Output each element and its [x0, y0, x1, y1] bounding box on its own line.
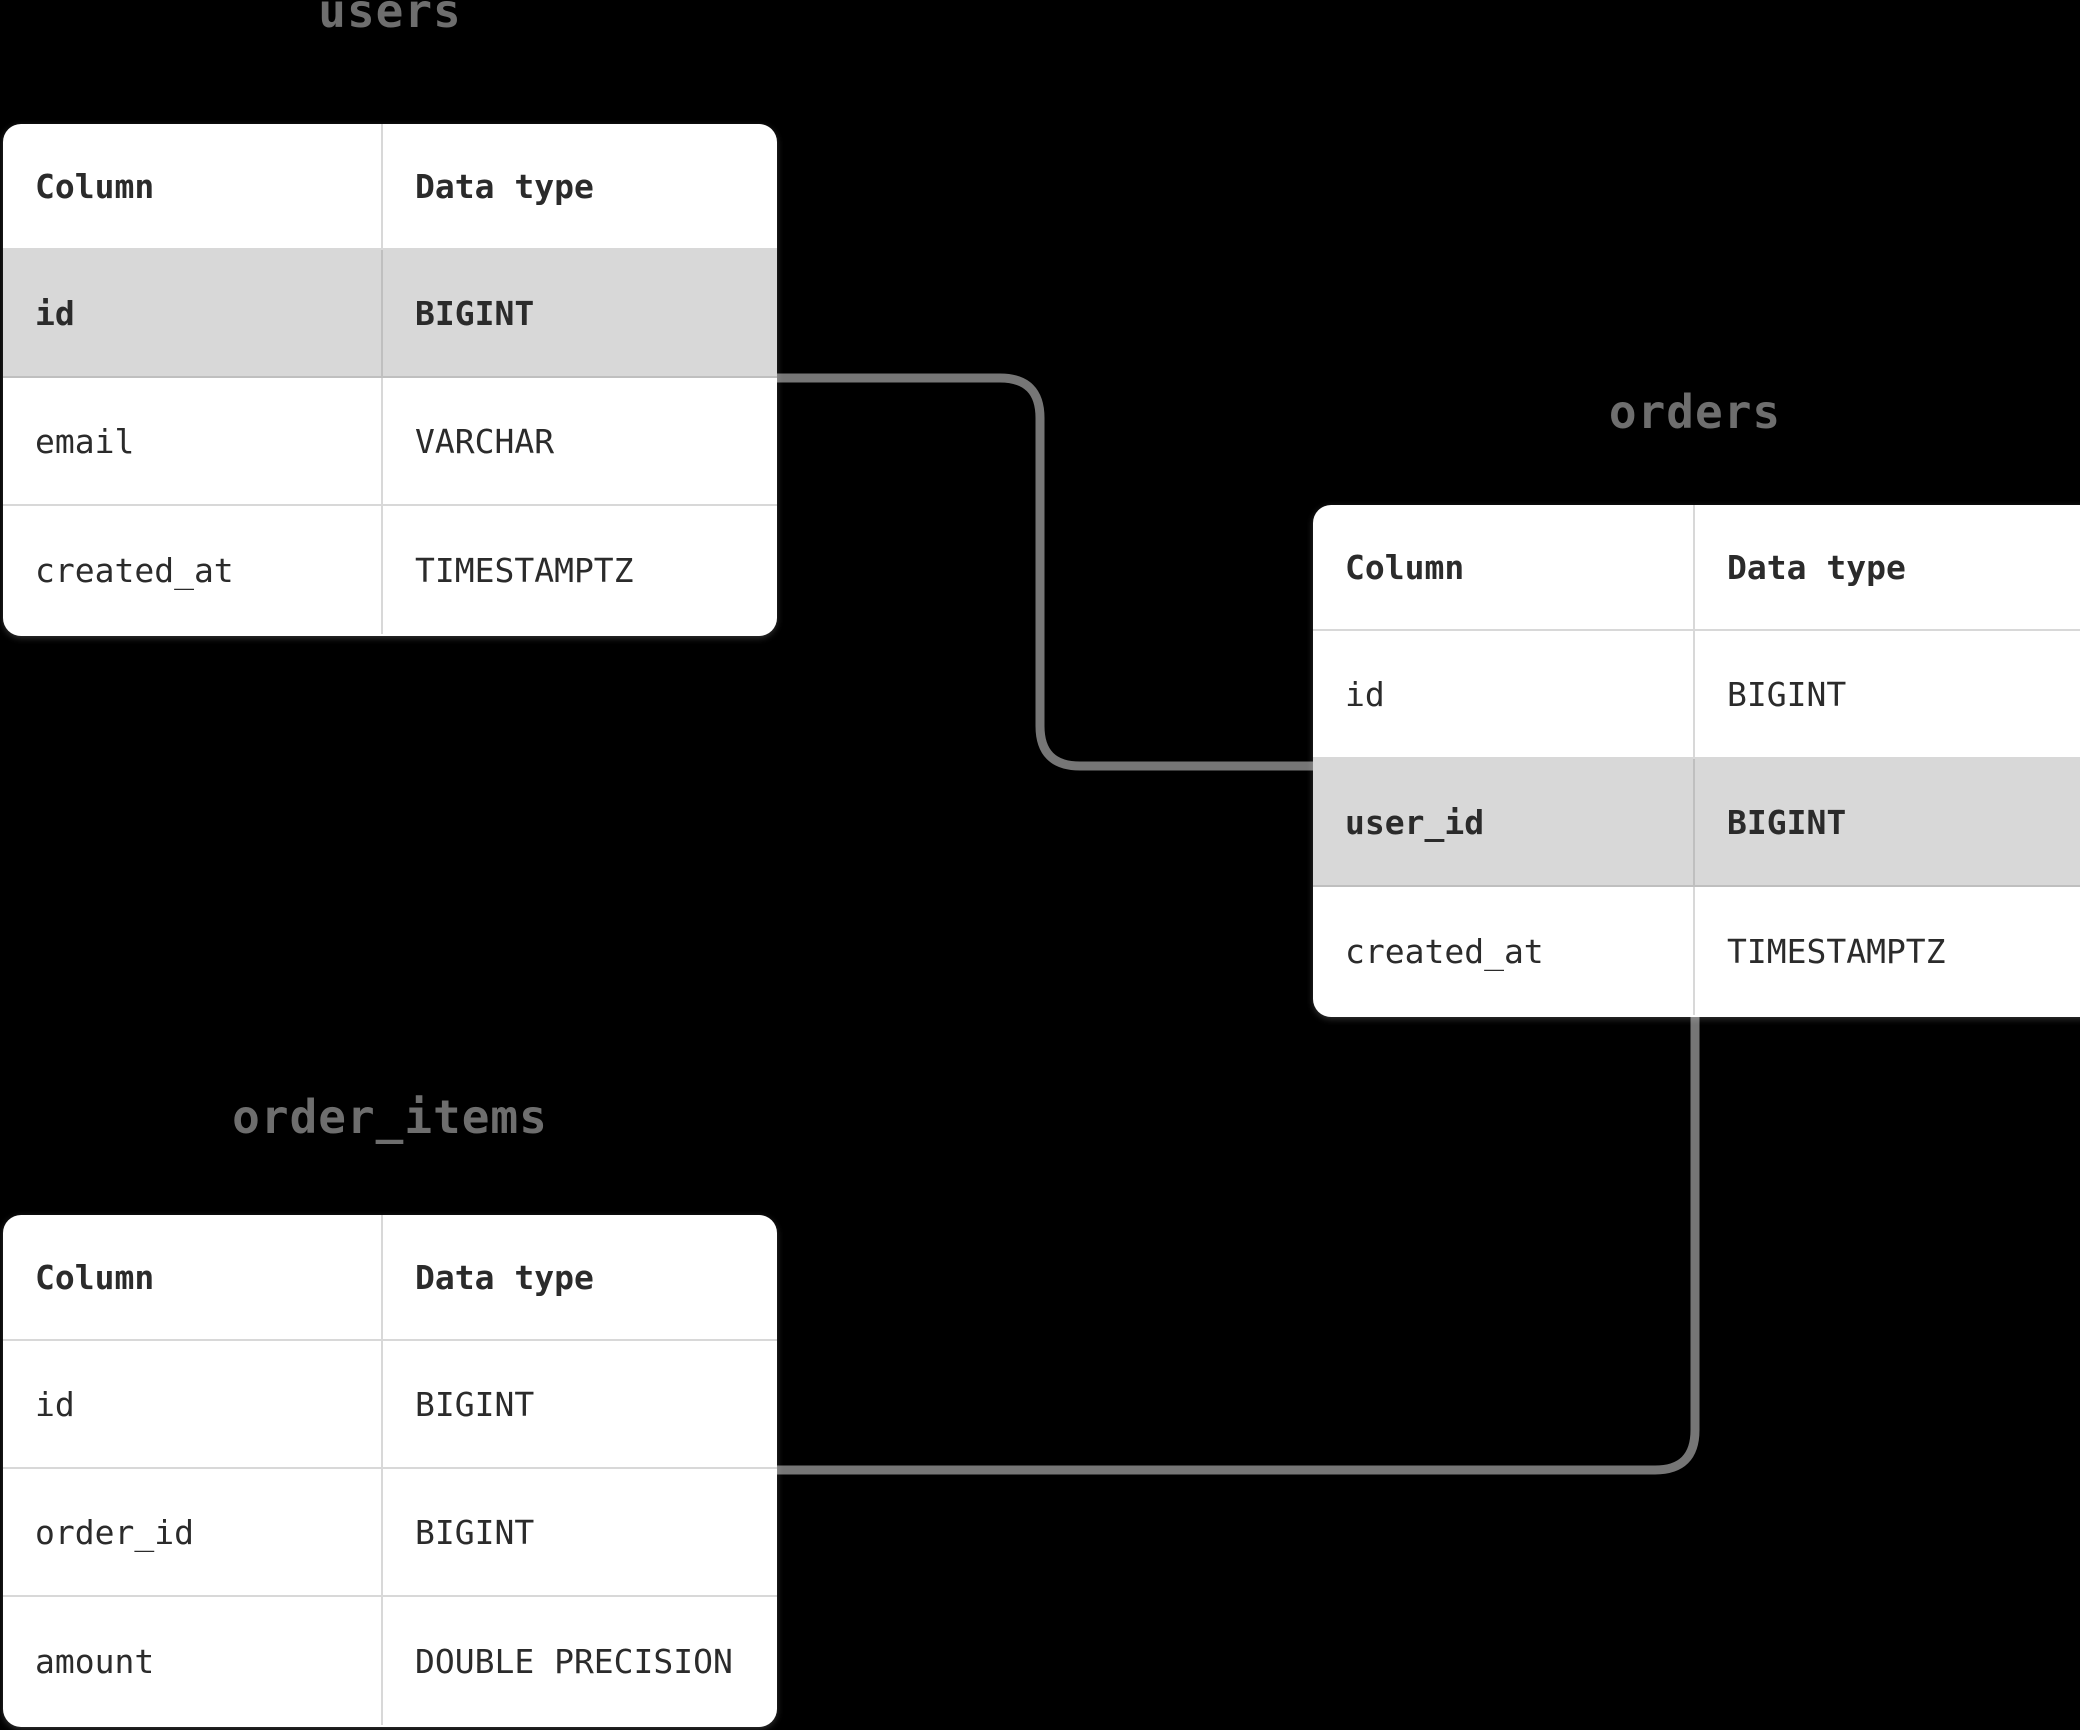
column-name-cell: id: [3, 250, 383, 376]
table-title-users: users: [318, 0, 462, 38]
column-name-cell: id: [1313, 631, 1695, 757]
table-row[interactable]: user_id BIGINT: [1313, 759, 2080, 887]
column-name-cell: created_at: [3, 506, 383, 634]
table-row: Column Data type: [1313, 505, 2080, 631]
edge-orders-to-order-items-order-id: [772, 1012, 1700, 1475]
column-name-cell: user_id: [1313, 759, 1695, 885]
table-card-users[interactable]: Column Data type id BIGINT email VARCHAR…: [3, 124, 777, 636]
table-row[interactable]: id BIGINT: [3, 1341, 777, 1469]
column-header-type: Data type: [415, 166, 594, 206]
column-header-name: Column: [3, 124, 383, 248]
table-row[interactable]: amount DOUBLE PRECISION: [3, 1597, 777, 1725]
table-title-order-items: order_items: [232, 1090, 548, 1144]
table-row[interactable]: id BIGINT: [1313, 631, 2080, 759]
table-row[interactable]: created_at TIMESTAMPTZ: [3, 506, 777, 634]
table-card-order-items[interactable]: Column Data type id BIGINT order_id BIGI…: [3, 1215, 777, 1727]
column-type-cell: BIGINT: [415, 1512, 535, 1552]
edge-users-id-to-orders-user-id: [772, 373, 1318, 771]
table-row[interactable]: created_at TIMESTAMPTZ: [1313, 887, 2080, 1015]
column-name-cell: order_id: [3, 1469, 383, 1595]
column-type-cell: DOUBLE PRECISION: [415, 1641, 733, 1681]
column-name-cell: email: [3, 378, 383, 504]
table-row: Column Data type: [3, 1215, 777, 1341]
table-title-orders: orders: [1608, 385, 1782, 439]
column-type-cell: BIGINT: [1727, 802, 1847, 842]
column-name-cell: created_at: [1313, 887, 1695, 1015]
column-name-cell: amount: [3, 1597, 383, 1725]
table-row[interactable]: id BIGINT: [3, 250, 777, 378]
column-type-cell: TIMESTAMPTZ: [415, 550, 634, 590]
column-header-name: Column: [3, 1215, 383, 1339]
table-row: Column Data type: [3, 124, 777, 250]
column-type-cell: BIGINT: [415, 293, 535, 333]
column-header-type: Data type: [1727, 547, 1906, 587]
column-header-type: Data type: [415, 1257, 594, 1297]
table-row[interactable]: email VARCHAR: [3, 378, 777, 506]
table-card-orders[interactable]: Column Data type id BIGINT user_id BIGIN…: [1313, 505, 2080, 1017]
column-type-cell: TIMESTAMPTZ: [1727, 931, 1946, 971]
column-type-cell: VARCHAR: [415, 421, 555, 461]
column-name-cell: id: [3, 1341, 383, 1467]
column-header-name: Column: [1313, 505, 1695, 629]
column-type-cell: BIGINT: [415, 1384, 535, 1424]
column-type-cell: BIGINT: [1727, 674, 1847, 714]
table-row[interactable]: order_id BIGINT: [3, 1469, 777, 1597]
